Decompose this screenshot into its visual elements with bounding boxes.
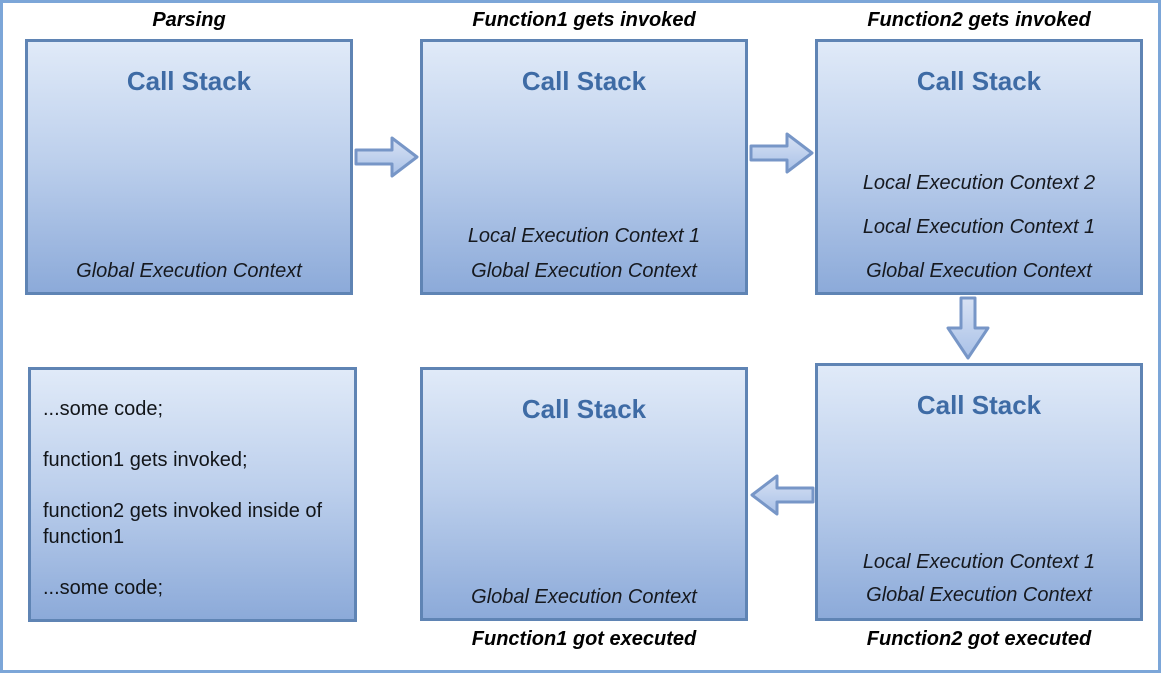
context-line: Global Execution Context: [866, 260, 1092, 282]
context-line: Local Execution Context 1: [467, 225, 701, 247]
code-line: ...some code;: [43, 398, 164, 420]
call-stack-box-function1-invoked: Call Stack Local Execution Context 1 Glo…: [420, 39, 748, 295]
call-stack-heading: Call Stack: [916, 66, 1042, 96]
context-line: Global Execution Context: [866, 584, 1092, 606]
call-stack-box-function2-invoked: Call Stack Local Execution Context 2 Loc…: [815, 39, 1143, 295]
context-stack: Local Execution Context 1 Global Executi…: [818, 549, 1140, 608]
context-stack: Global Execution Context: [28, 258, 350, 284]
code-line: function2 gets invoked inside of functio…: [43, 500, 323, 548]
call-stack-box-parsing: Call Stack Global Execution Context: [25, 39, 353, 295]
context-stack: Global Execution Context: [423, 584, 745, 610]
caption-function2-executed: Function2 got executed: [866, 628, 1092, 650]
context-line: Local Execution Context 1: [862, 216, 1096, 238]
call-stack-box-function2-executed: Call Stack Local Execution Context 1 Glo…: [815, 363, 1143, 621]
panel-title-function1-invoked: Function1 gets invoked: [472, 9, 696, 31]
right-arrow-icon: [354, 136, 419, 178]
context-line: Local Execution Context 2: [862, 172, 1096, 194]
call-stack-box-function1-executed: Call Stack Global Execution Context: [420, 367, 748, 621]
call-stack-heading: Call Stack: [521, 394, 647, 424]
left-arrow-icon: [750, 474, 815, 516]
right-arrow-icon: [749, 132, 814, 174]
context-line: Global Execution Context: [471, 586, 697, 608]
panel-title-parsing: Parsing: [152, 9, 226, 31]
context-line: Global Execution Context: [471, 260, 697, 282]
context-stack: Local Execution Context 1 Global Executi…: [423, 223, 745, 284]
caption-function1-executed: Function1 got executed: [471, 628, 697, 650]
call-stack-heading: Call Stack: [916, 390, 1042, 420]
context-line: Local Execution Context 1: [862, 551, 1096, 573]
panel-title-function2-invoked: Function2 gets invoked: [867, 9, 1091, 31]
code-line: function1 gets invoked;: [43, 449, 248, 471]
down-arrow-icon: [946, 296, 990, 360]
call-stack-heading: Call Stack: [521, 66, 647, 96]
code-line: ...some code;: [43, 577, 164, 599]
context-line: Global Execution Context: [76, 260, 302, 282]
call-stack-heading: Call Stack: [126, 66, 252, 96]
code-snippet-box: ...some code; function1 gets invoked; fu…: [28, 367, 357, 622]
context-stack: Local Execution Context 2 Local Executio…: [818, 170, 1140, 284]
